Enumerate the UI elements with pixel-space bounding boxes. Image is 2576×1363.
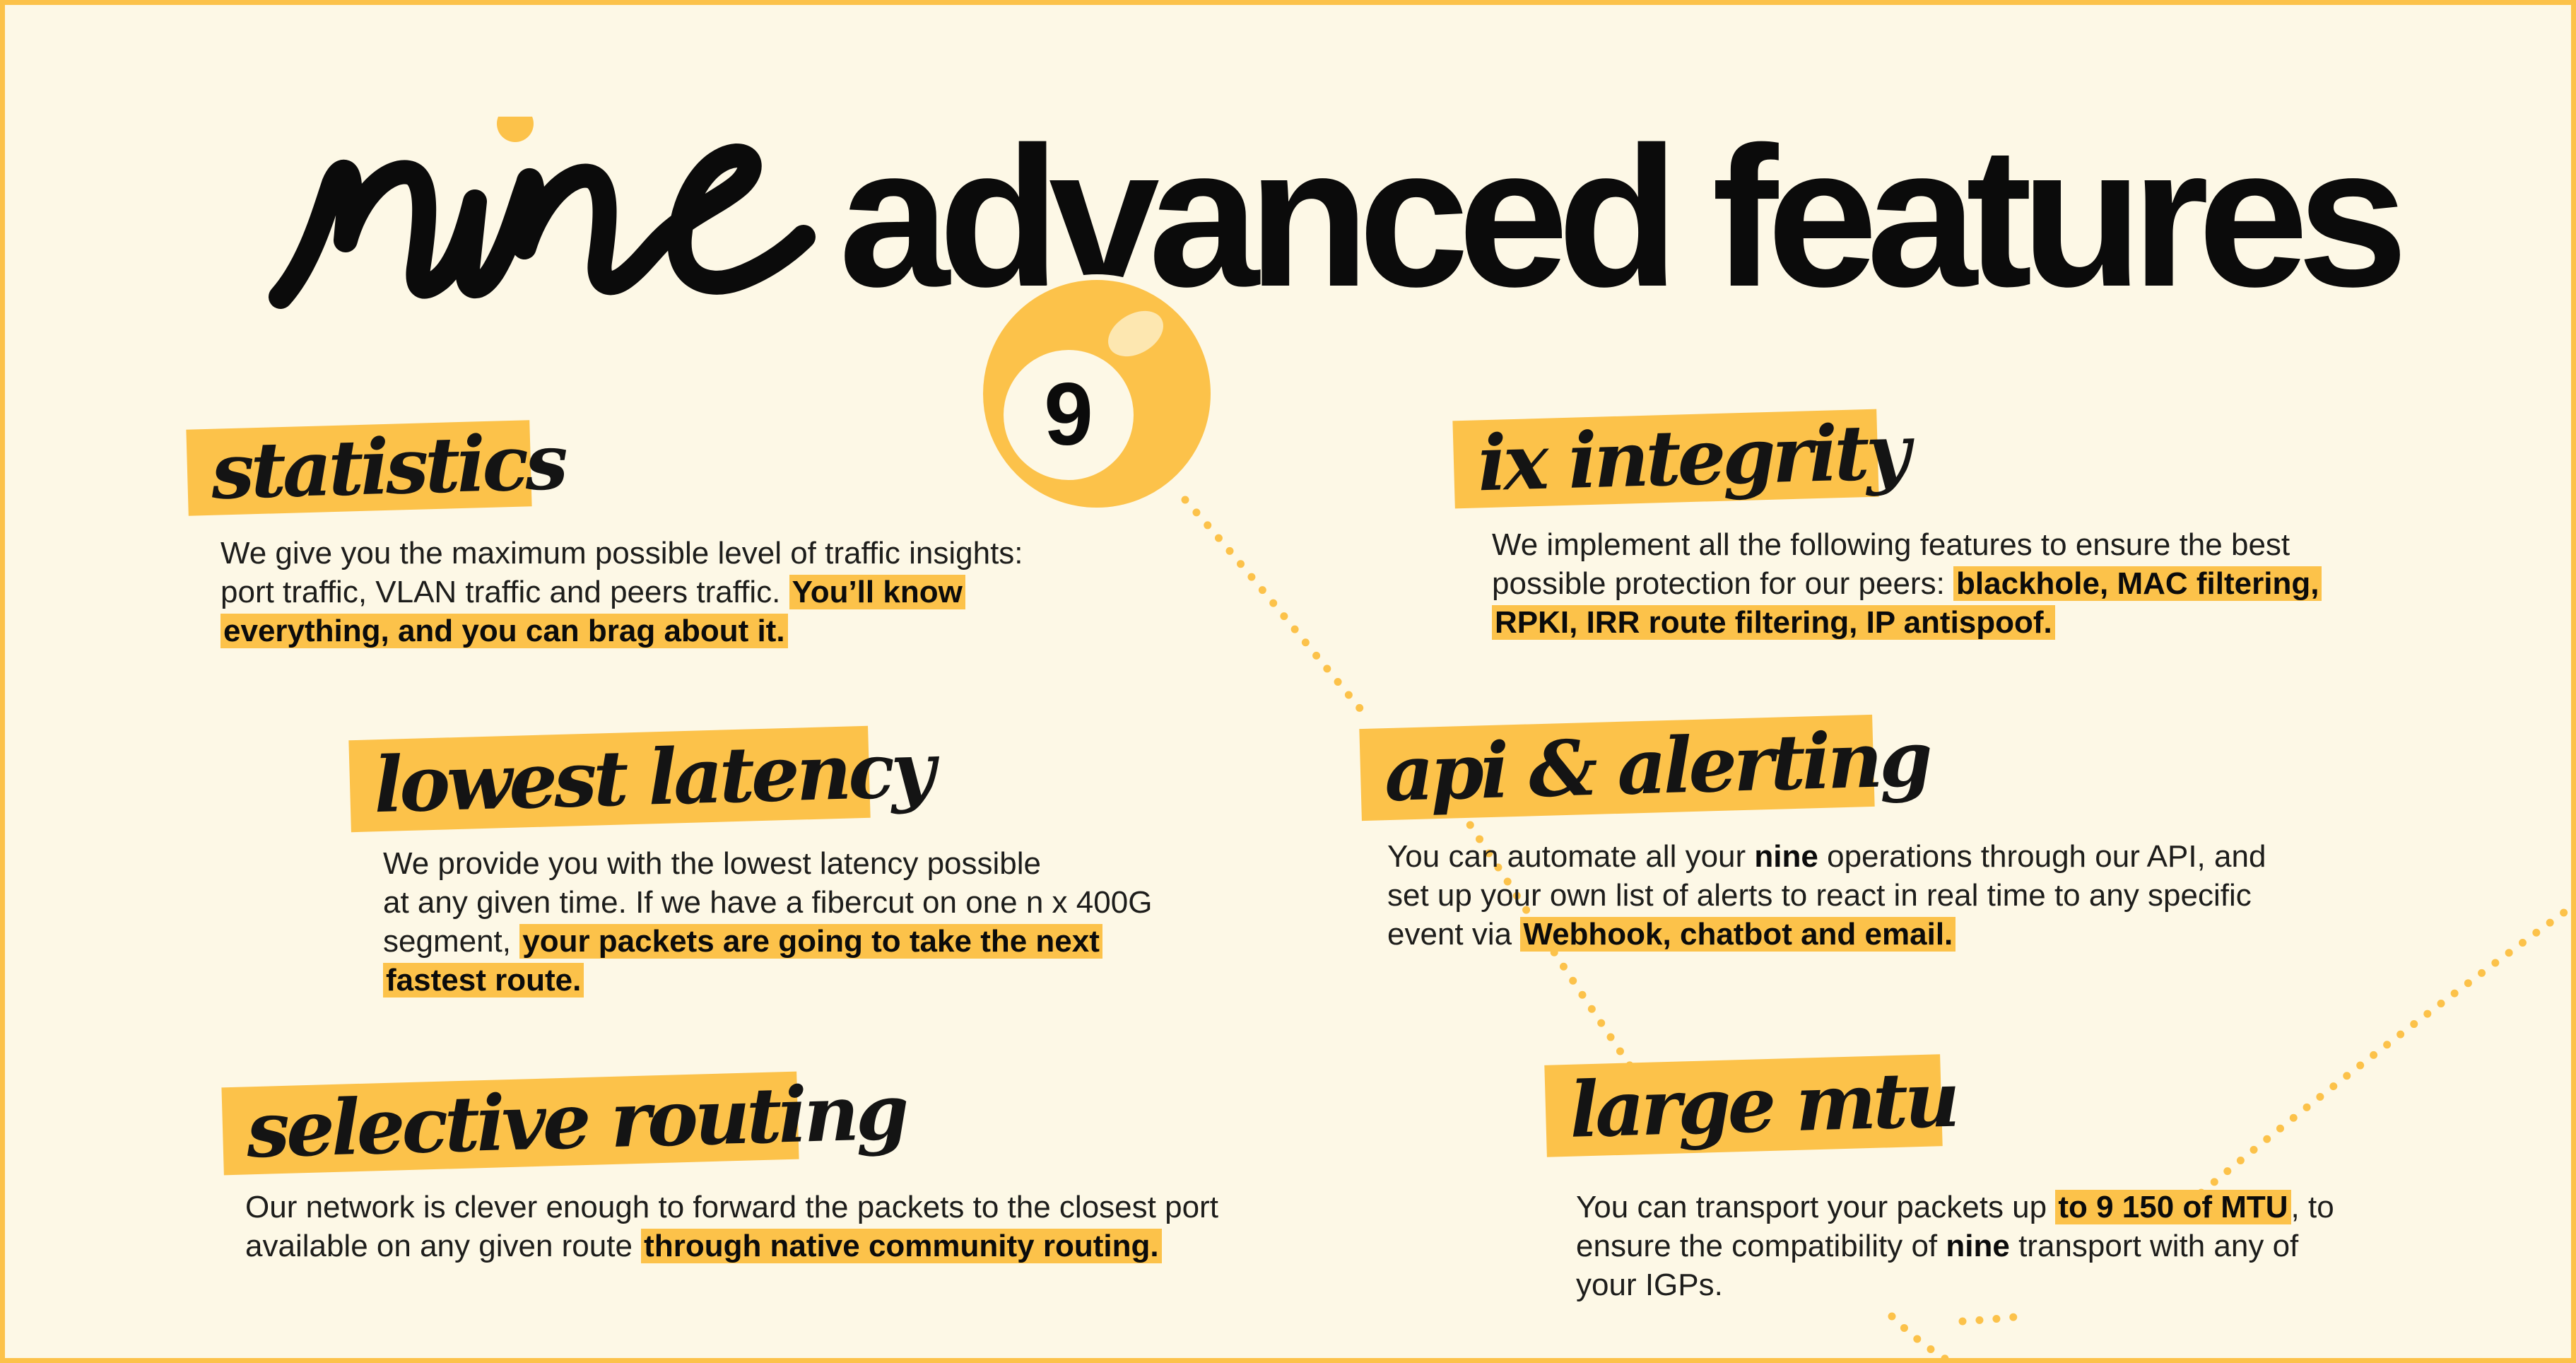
dotted-line-right: [2163, 902, 2571, 1225]
nine-ball-icon: 9: [977, 274, 1216, 513]
nine-brand-inline: nine: [1946, 1229, 2010, 1263]
api-alerting-title-tag: api & alerting: [1359, 715, 1930, 821]
dotted-line-bottom-2: [1958, 1312, 2023, 1326]
selective-routing-title-tag: selective routing: [221, 1067, 907, 1175]
lowest-latency-title: lowest latency: [372, 725, 934, 831]
large-mtu-title-tag: large mtu: [1544, 1054, 1958, 1157]
large-mtu-description: You can transport your packets up to 9 1…: [1576, 1190, 2334, 1302]
lowest-latency-title-tag: lowest latency: [348, 725, 933, 833]
ix-integrity-highlight: blackhole, MAC filtering,: [1953, 566, 2322, 601]
statistics-title-tag: statistics: [186, 418, 566, 517]
statistics-title: statistics: [210, 417, 566, 517]
selective-routing-title: selective routing: [245, 1067, 907, 1176]
ix-integrity-description: We implement all the following features …: [1492, 525, 2322, 642]
ix-integrity-title: ix integrity: [1476, 407, 1908, 509]
lowest-latency-description: We provide you with the lowest latency p…: [383, 846, 1153, 998]
dotted-connector-lines: [1181, 496, 2571, 1358]
ix-integrity-title-tag: ix integrity: [1452, 407, 1908, 508]
statistics-highlight: You’ll know: [789, 575, 965, 609]
nine-brand-inline: nine: [1754, 839, 1818, 874]
api-alerting-highlight: Webhook, chatbot and email.: [1520, 917, 1956, 952]
api-alerting-title: api & alerting: [1383, 714, 1931, 819]
large-mtu-title: large mtu: [1568, 1055, 1958, 1155]
ball-number: 9: [1044, 365, 1093, 464]
nine-logo: [269, 117, 816, 309]
api-alerting-description: You can automate all your nine operation…: [1387, 839, 2266, 952]
dotted-line-bottom: [1888, 1312, 1952, 1358]
selective-routing-description: Our network is clever enough to forward …: [245, 1190, 1218, 1263]
selective-routing-highlight: through native community routing.: [641, 1229, 1162, 1263]
dotted-line-center: [1181, 496, 1373, 723]
lowest-latency-highlight: your packets are going to take the next: [519, 924, 1102, 959]
large-mtu-highlight: to 9 150 of MTU: [2055, 1190, 2291, 1224]
statistics-description: We give you the maximum possible level o…: [220, 536, 1023, 648]
